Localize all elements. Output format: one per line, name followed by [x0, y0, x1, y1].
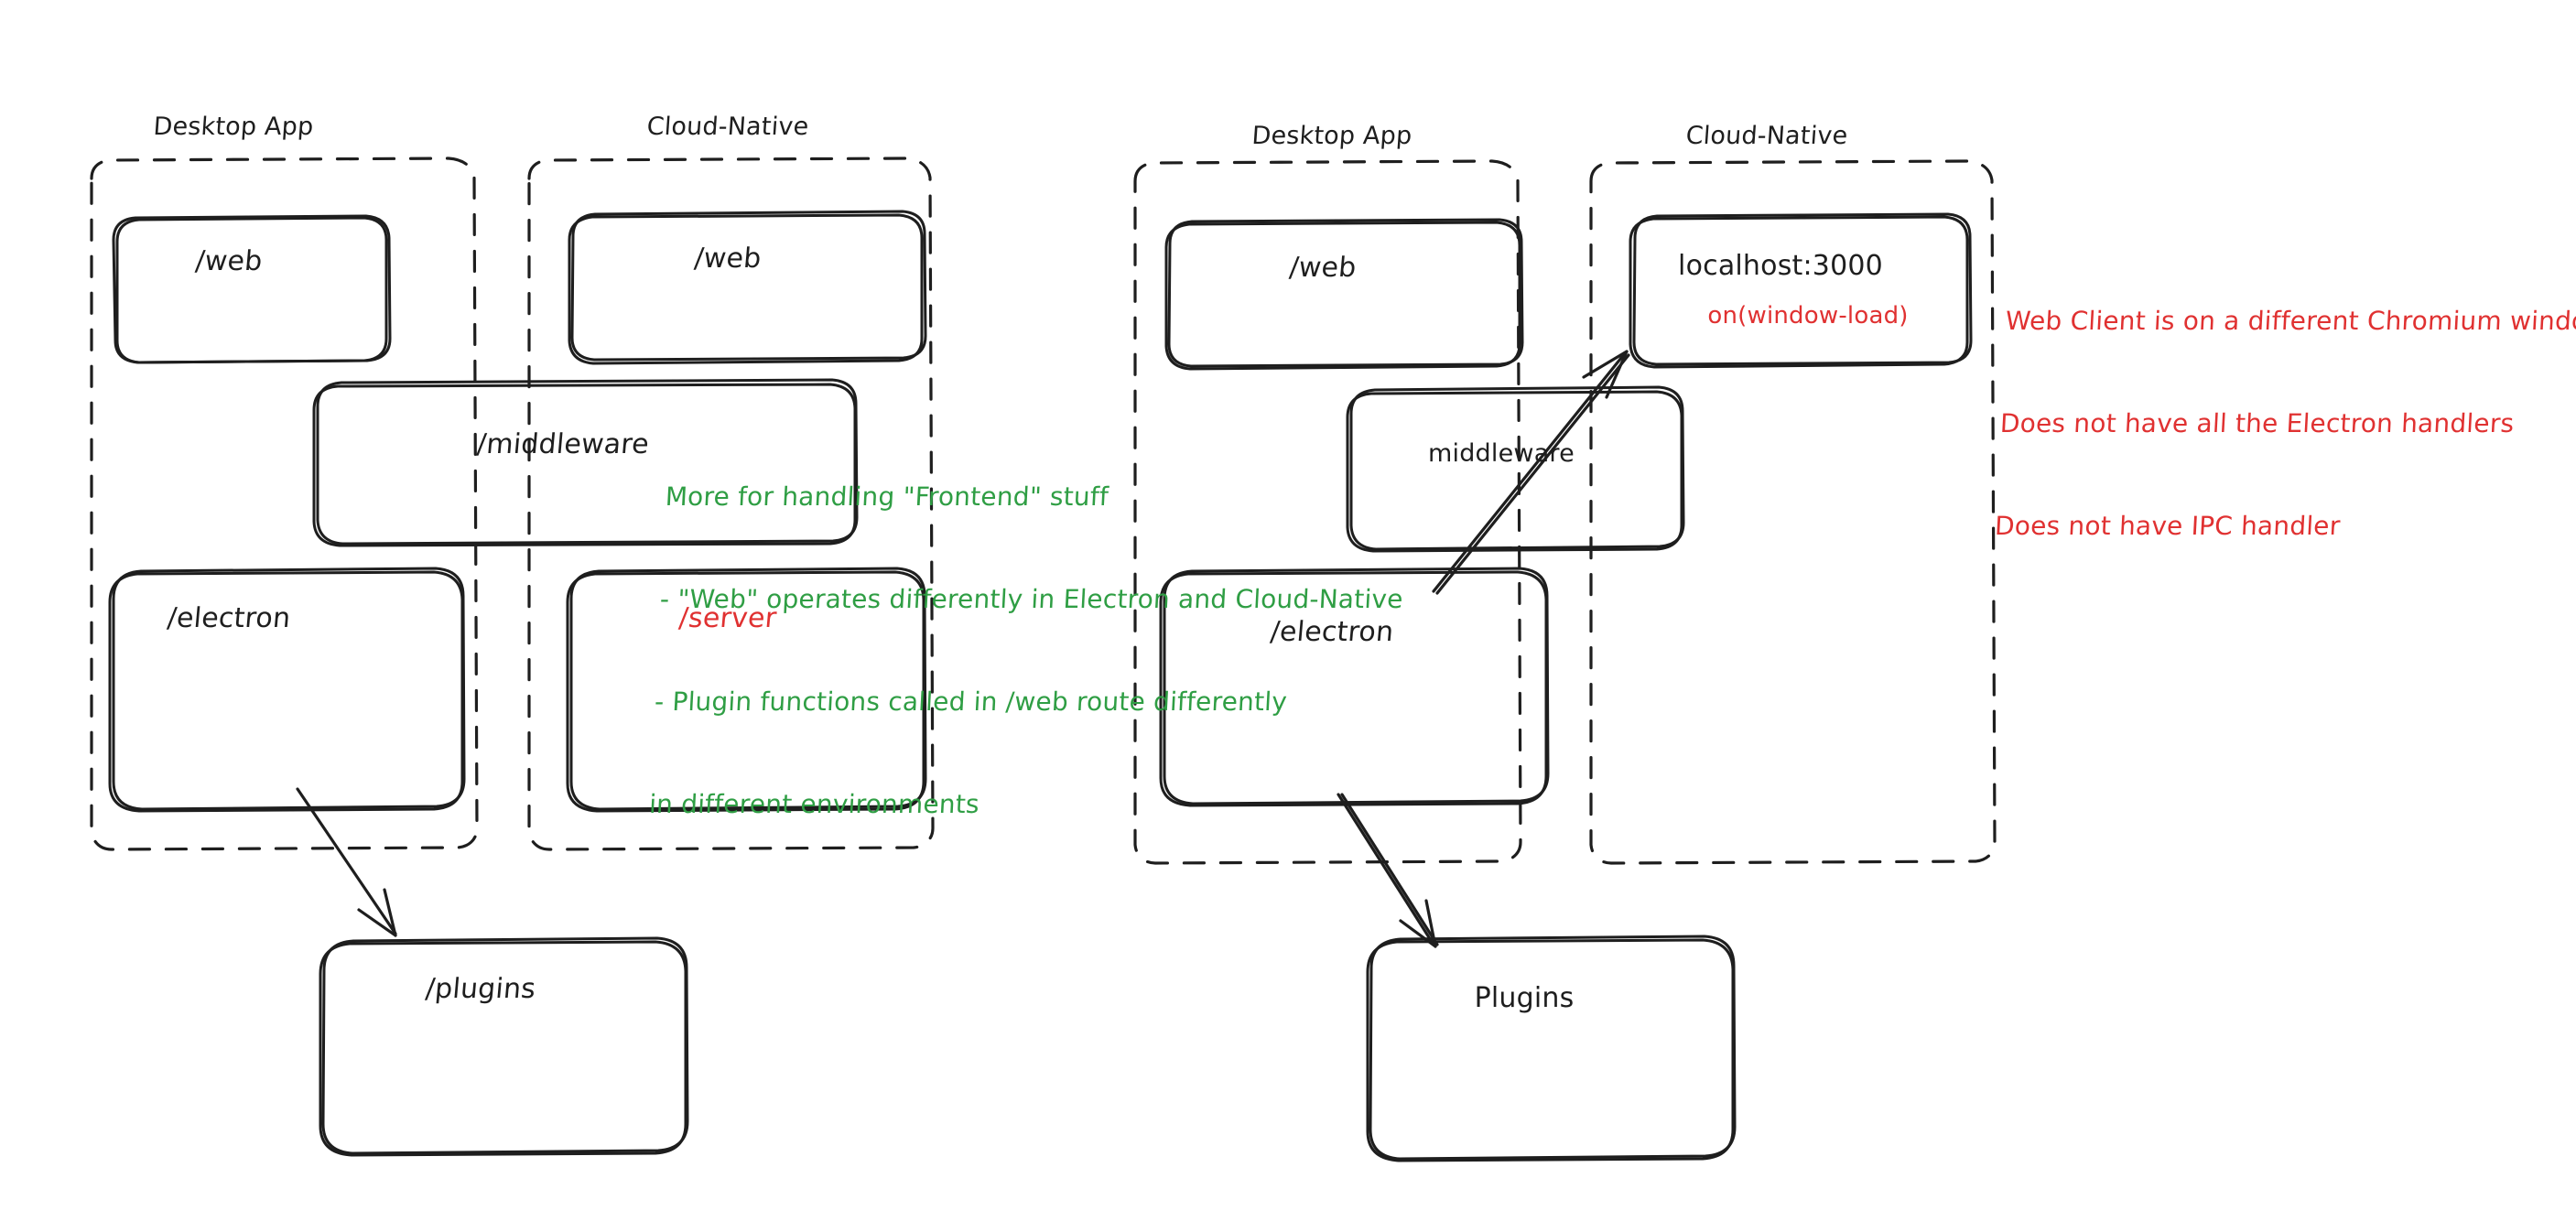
- node-rect-right-web: [1164, 218, 1524, 371]
- node-rect-right-electron: [1159, 567, 1550, 807]
- node-rect-left-web-cloud: [568, 210, 927, 365]
- node-rect-left-middleware: [312, 378, 859, 547]
- node-rect-left-plugins: [319, 936, 689, 1157]
- node-rect-left-electron: [108, 567, 466, 813]
- left-desktop-app-container: [90, 157, 479, 851]
- left-cloud-native-container: [527, 157, 935, 851]
- node-rect-left-web-desktop: [112, 214, 392, 364]
- node-rect-right-middleware: [1346, 385, 1685, 553]
- connector-right-electron-localhost: [1432, 350, 1630, 595]
- right-cloud-native-container: [1589, 159, 1997, 865]
- connector-left-electron-plugins: [296, 787, 397, 937]
- node-rect-left-server: [566, 567, 927, 813]
- node-rect-right-plugins: [1366, 935, 1737, 1162]
- node-rect-right-localhost: [1629, 212, 1973, 369]
- connector-right-electron-plugins: [1337, 793, 1439, 948]
- right-desktop-app-container: [1133, 159, 1522, 865]
